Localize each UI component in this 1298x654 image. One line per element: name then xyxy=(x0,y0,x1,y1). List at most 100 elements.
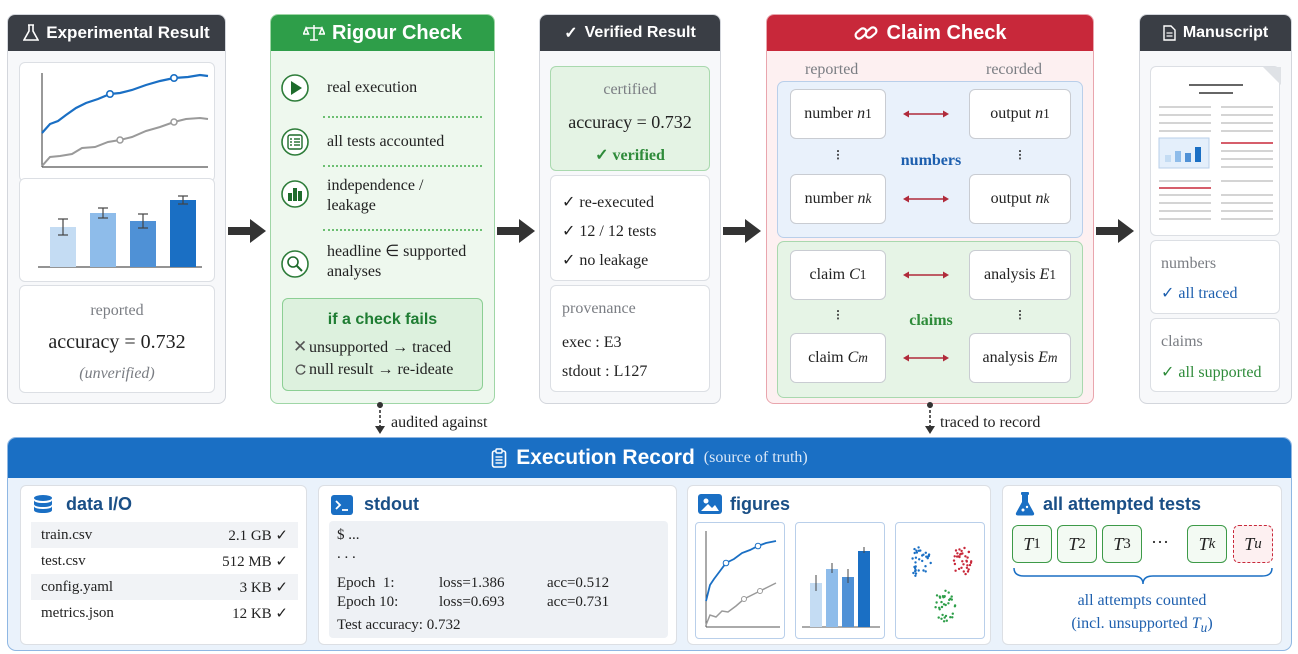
provenance-exec: exec : E3 xyxy=(562,334,622,351)
certified-accuracy: accuracy = 0.732 xyxy=(568,112,692,132)
audited-against-label: audited against xyxy=(391,414,488,431)
scatter-point xyxy=(935,594,939,597)
traced-to-record-label: traced to record xyxy=(940,414,1041,431)
scatter-point xyxy=(944,589,947,592)
scatter-point xyxy=(954,549,958,552)
bar-chart-icon xyxy=(281,180,309,208)
scatter-point xyxy=(952,559,956,562)
scatter-point xyxy=(912,571,915,575)
flask-icon xyxy=(23,24,40,41)
scatter-point xyxy=(953,562,957,566)
scatter-point xyxy=(969,561,973,564)
link-arrow-c1 xyxy=(903,271,949,279)
scatter-point xyxy=(938,608,941,611)
scatter-point xyxy=(914,556,918,559)
list-icon xyxy=(281,128,309,156)
verified-label: ✓ verified xyxy=(595,147,665,164)
scatter-point xyxy=(922,553,925,556)
scatter-point xyxy=(940,605,944,609)
vdots-right-claims: ⁝ xyxy=(1017,308,1023,324)
scatter-point xyxy=(965,560,968,563)
scatter-point xyxy=(943,595,946,599)
scatter-point xyxy=(953,604,957,607)
scatter-point xyxy=(961,560,964,563)
verified-result-card: ✓ Verified Result certified accuracy = 0… xyxy=(539,14,721,404)
execution-record: Execution Record (source of truth) data … xyxy=(7,437,1292,651)
scatter-point xyxy=(941,613,944,617)
numbers-label: numbers xyxy=(900,152,962,169)
file-size: 512 MB ✓ xyxy=(222,553,288,570)
fail-null-result: null result → re-ideate xyxy=(309,361,454,378)
scatter-point xyxy=(914,572,918,575)
divider-2 xyxy=(323,165,482,167)
checks-panel: ✓ re-executed ✓ 12 / 12 tests ✓ no leaka… xyxy=(550,175,710,281)
manuscript-claims-label: claims xyxy=(1161,333,1203,350)
verified-result-header: ✓ Verified Result xyxy=(540,15,720,51)
scatter-point xyxy=(914,570,917,573)
scatter-point xyxy=(937,616,940,619)
scatter-point xyxy=(914,561,917,564)
manuscript-card: Manuscript xyxy=(1139,14,1292,404)
scatter-point xyxy=(911,557,914,560)
stdout-panel: stdout $ ... . . . Epoch 1: loss=1.386 a… xyxy=(318,485,677,645)
tests-caption-1: all attempts counted xyxy=(1077,592,1207,609)
tests-title: all attempted tests xyxy=(1043,494,1202,514)
fail-title: if a check fails xyxy=(327,311,438,328)
scatter-point xyxy=(967,568,970,571)
reported-col-label: reported xyxy=(805,61,859,78)
scatter-point xyxy=(966,570,970,573)
scatter-point xyxy=(917,569,920,572)
scatter-point xyxy=(940,617,943,620)
link-icon xyxy=(854,26,878,40)
scatter-point xyxy=(962,570,965,573)
certified-label: certified xyxy=(603,81,657,98)
scatter-point xyxy=(950,598,953,601)
fail-box: if a check fails ✕ unsupported → traced … xyxy=(282,298,483,391)
rigour-item-all-tests: all tests accounted xyxy=(327,133,445,150)
scatter-point xyxy=(960,549,963,553)
stdout-title: stdout xyxy=(364,494,419,514)
bar-chart xyxy=(38,195,202,268)
magnifier-icon xyxy=(281,250,309,278)
line-chart-panel xyxy=(19,62,215,182)
data-io-title: data I/O xyxy=(66,494,133,514)
divider-1 xyxy=(323,116,482,118)
figure-bar-thumb xyxy=(795,522,885,639)
scatter-point xyxy=(944,614,948,618)
file-size: 3 KB ✓ xyxy=(239,579,288,596)
scatter-point xyxy=(935,601,938,604)
document-icon xyxy=(1163,25,1176,41)
scatter-point xyxy=(959,553,962,556)
certified-panel: certified accuracy = 0.732 ✓ verified xyxy=(550,66,710,171)
scatter-point xyxy=(924,551,927,554)
manuscript-illustration xyxy=(1158,67,1281,220)
scatter-point xyxy=(953,555,956,558)
scatter-point xyxy=(922,569,925,572)
scatter-point xyxy=(943,616,946,619)
provenance-stdout: stdout : L127 xyxy=(562,363,648,380)
scatter-point xyxy=(942,620,946,623)
stdout-epoch1-acc: acc=0.512 xyxy=(547,575,610,591)
scatter-point xyxy=(957,567,961,571)
file-size: 2.1 GB ✓ xyxy=(228,527,288,544)
image-icon xyxy=(698,494,722,514)
scales-icon xyxy=(302,25,325,41)
reported-label: reported xyxy=(90,302,144,319)
scatter-point xyxy=(929,561,932,565)
stdout-console: $ ... . . . Epoch 1: loss=1.386 acc=0.51… xyxy=(329,521,668,638)
cross-icon: ✕ xyxy=(293,337,308,356)
provenance-label: provenance xyxy=(562,300,636,317)
rigour-check-title: Rigour Check xyxy=(331,21,463,44)
audited-connector xyxy=(375,402,385,434)
